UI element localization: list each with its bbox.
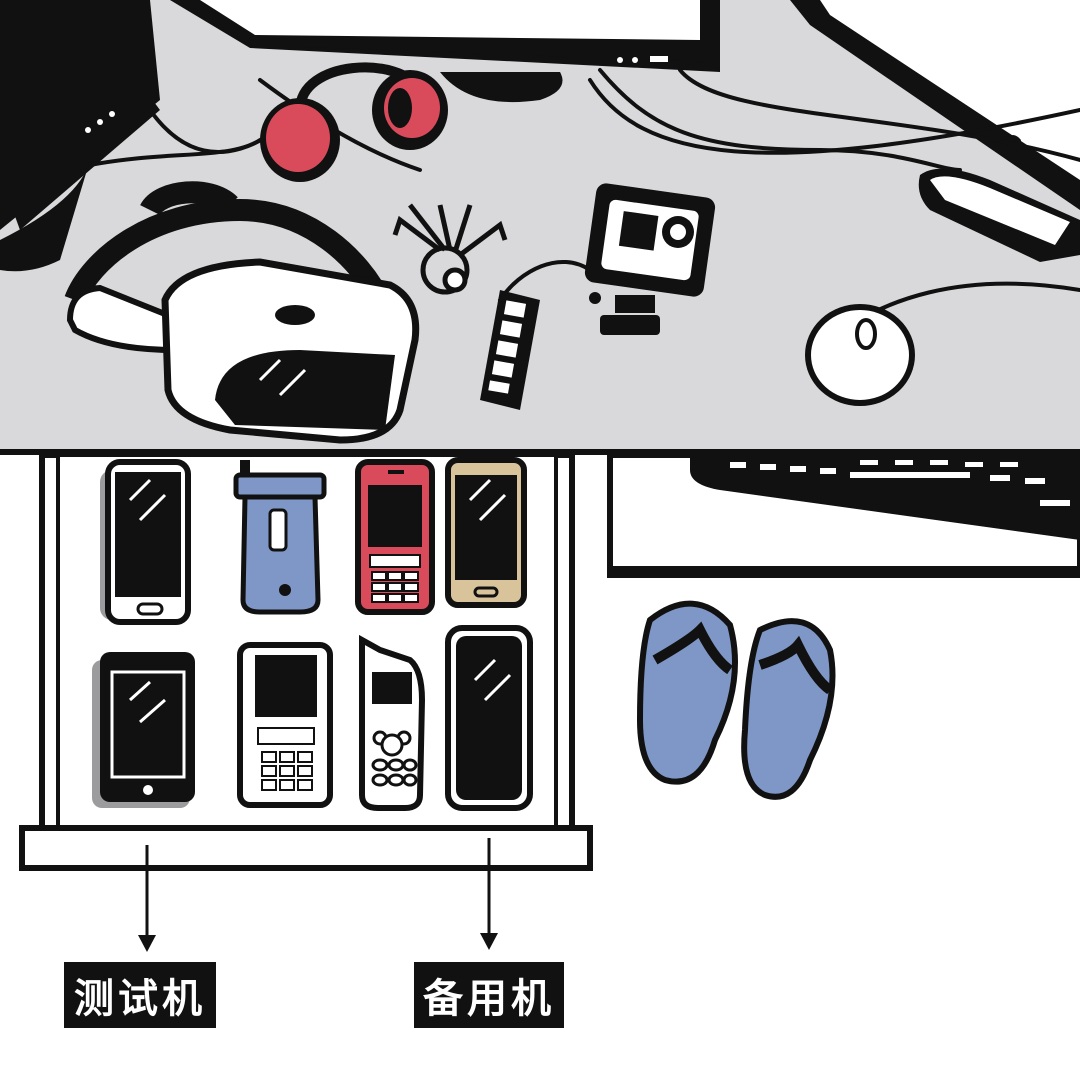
classic-phone-icon: [359, 634, 426, 811]
center-monitor-icon: [170, 0, 720, 103]
mouse-icon: [805, 304, 915, 406]
arrow-down-icon-backup: [480, 838, 498, 950]
backup-devices-label: 备用机: [414, 962, 564, 1028]
fullscreen-phone-icon: [445, 625, 533, 811]
arrow-down-icon-test: [138, 845, 156, 952]
flip-phone-icon: [233, 460, 327, 615]
keys-icon: [392, 203, 508, 295]
smartphone-icon: [100, 459, 191, 625]
candybar-phone-icon: [237, 642, 333, 808]
gold-smartphone-icon: [445, 457, 527, 608]
slippers-icon: [636, 600, 836, 800]
test-devices-label: 测试机: [64, 962, 216, 1028]
left-monitor-icon: [0, 0, 160, 272]
usb-hub-icon: [480, 290, 540, 410]
keyboard-icon: [690, 455, 1080, 540]
smartphone-icon-2: [92, 652, 195, 808]
action-camera-icon: [584, 183, 716, 335]
feature-phone-icon: [355, 459, 435, 615]
cables: [88, 68, 1080, 342]
headphones-icon: [260, 62, 448, 182]
vr-headset-icon: [64, 181, 420, 444]
right-monitor-icon: [790, 0, 1080, 262]
